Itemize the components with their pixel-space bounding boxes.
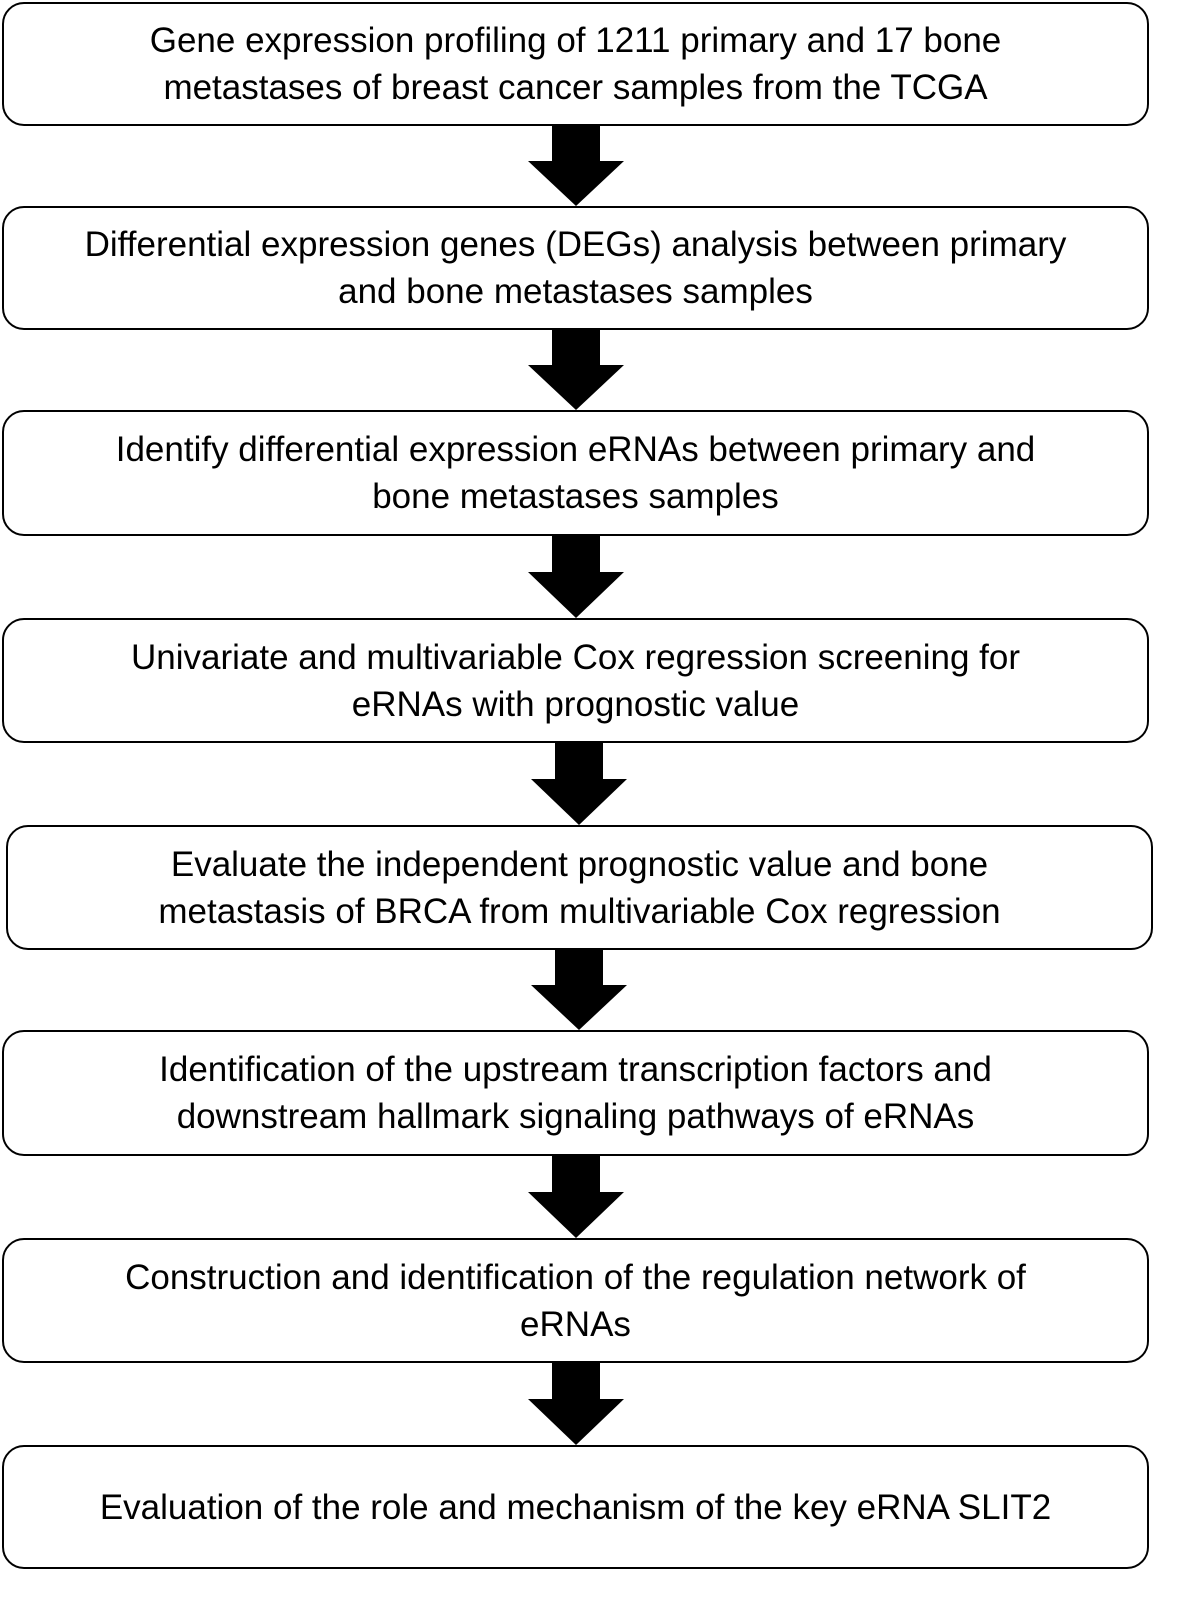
down-arrow-icon <box>528 536 624 618</box>
step-box-7: Construction and identification of the r… <box>2 1238 1149 1363</box>
step-box-6: Identification of the upstream transcrip… <box>2 1030 1149 1156</box>
step-text-6: Identification of the upstream transcrip… <box>159 1050 992 1136</box>
step-box-5: Evaluate the independent prognostic valu… <box>6 825 1153 950</box>
step-box-8: Evaluation of the role and mechanism of … <box>2 1445 1149 1569</box>
step-box-4: Univariate and multivariable Cox regress… <box>2 618 1149 743</box>
step-text-1: Gene expression profiling of 1211 primar… <box>149 21 1002 107</box>
step-text-7: Construction and identification of the r… <box>125 1257 1026 1344</box>
down-arrow-icon <box>528 1363 624 1445</box>
down-arrow-icon <box>528 330 624 410</box>
step-box-1: Gene expression profiling of 1211 primar… <box>2 2 1149 126</box>
step-box-2: Differential expression genes (DEGs) ana… <box>2 206 1149 330</box>
step-text-5: Evaluate the independent prognostic valu… <box>158 844 1001 931</box>
down-arrow-icon <box>531 950 627 1030</box>
step-text-2: Differential expression genes (DEGs) ana… <box>84 225 1067 311</box>
step-text-8: Evaluation of the role and mechanism of … <box>99 1487 1052 1527</box>
down-arrow-icon <box>528 126 624 206</box>
down-arrow-icon <box>531 743 627 825</box>
step-box-3: Identify differential expression eRNAs b… <box>2 410 1149 536</box>
step-text-3: Identify differential expression eRNAs b… <box>115 430 1036 516</box>
down-arrow-icon <box>528 1156 624 1238</box>
step-text-4: Univariate and multivariable Cox regress… <box>130 637 1021 724</box>
